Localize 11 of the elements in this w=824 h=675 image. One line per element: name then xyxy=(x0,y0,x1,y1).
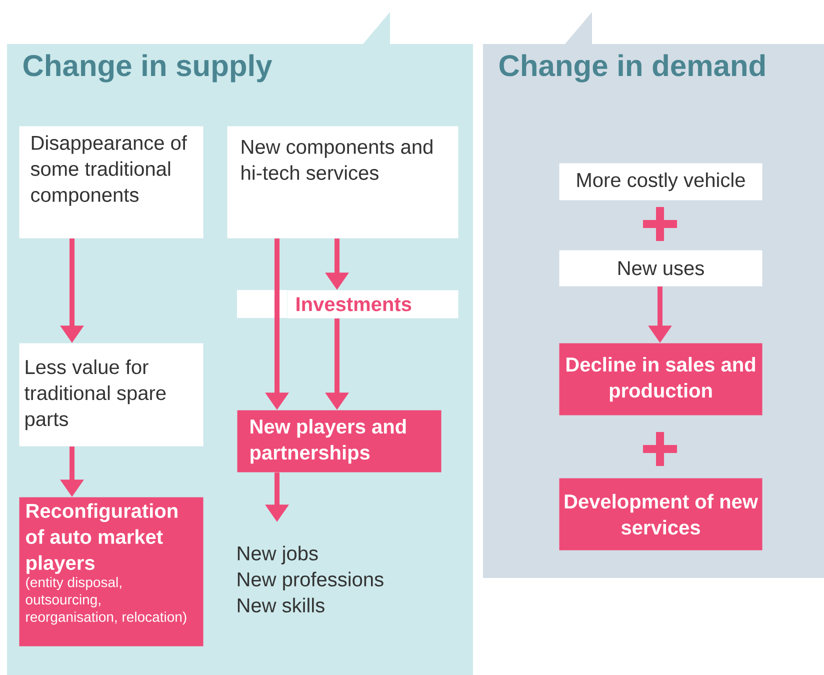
text-list: New jobs New professions New skills xyxy=(238,546,384,612)
node-label: Investments xyxy=(296,297,412,312)
highlight-box: Decline in sales and production xyxy=(559,343,762,416)
text-box: Less value for traditional spare parts xyxy=(19,343,204,446)
highlight-box: Reconfiguration of auto market players (entity disposal, outsourcing, reorganisation, relocation) xyxy=(19,497,204,646)
text-box: Disappearance of some traditional components xyxy=(19,126,204,238)
highlight-box: Development of new services xyxy=(559,478,762,550)
highlight-box: New players and partnerships xyxy=(237,410,442,472)
text-box: New uses xyxy=(559,250,762,286)
text-box: New components and hi-tech services xyxy=(227,126,458,238)
text-box: More costly vehicle xyxy=(559,163,762,200)
